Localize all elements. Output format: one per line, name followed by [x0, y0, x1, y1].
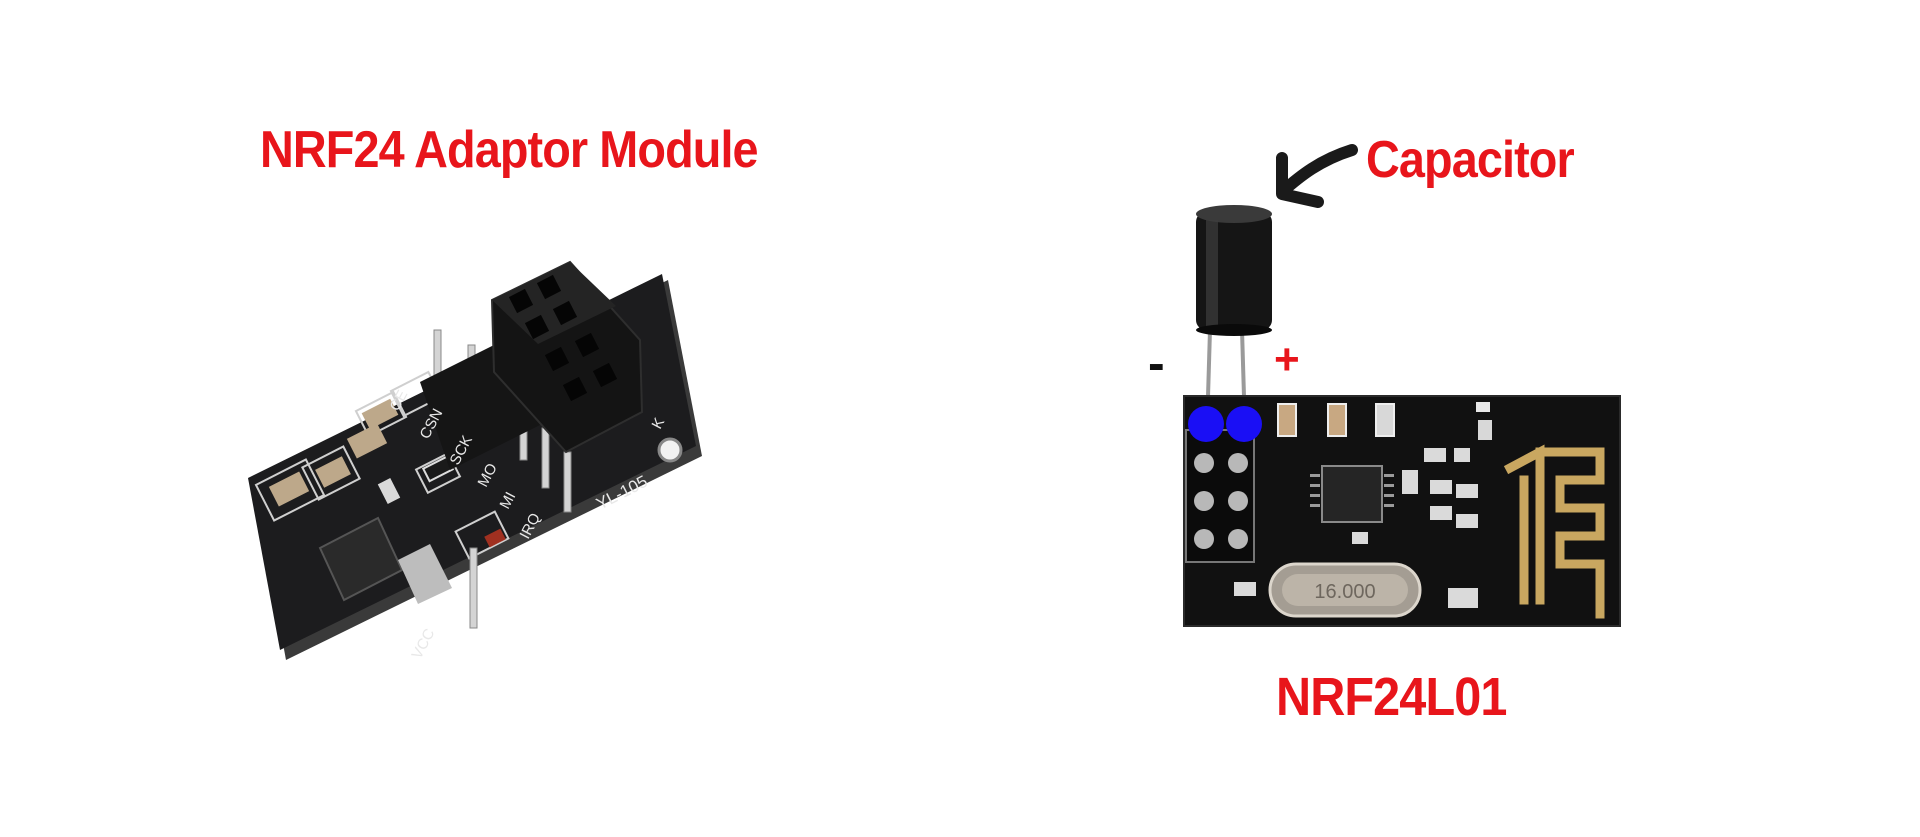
- adaptor-module-title: NRF24 Adaptor Module: [260, 121, 759, 179]
- minus-sign: -: [1148, 335, 1165, 391]
- adaptor-pin-label-mi: MI: [497, 489, 520, 512]
- antenna-trace: [1503, 444, 1605, 619]
- vcc-pad-marker: [1226, 406, 1262, 442]
- capacitor: [1196, 205, 1272, 431]
- adaptor-module-board: CE CSN SCK MO MI IRQ YL-105 VCC K: [248, 260, 702, 662]
- nrf24l01-label: NRF24L01: [1276, 667, 1507, 727]
- arrow-icon: [1276, 144, 1358, 208]
- plus-sign: +: [1274, 335, 1300, 384]
- nrf24l01-board: 16.000: [1183, 395, 1621, 627]
- ground-pad-marker: [1188, 406, 1224, 442]
- adaptor-vcc-text: VCC: [409, 626, 439, 662]
- crystal-oscillator: 16.000: [1268, 562, 1422, 618]
- crystal-label: 16.000: [1314, 581, 1375, 603]
- female-socket: [490, 260, 644, 454]
- capacitor-label: Capacitor: [1366, 131, 1575, 189]
